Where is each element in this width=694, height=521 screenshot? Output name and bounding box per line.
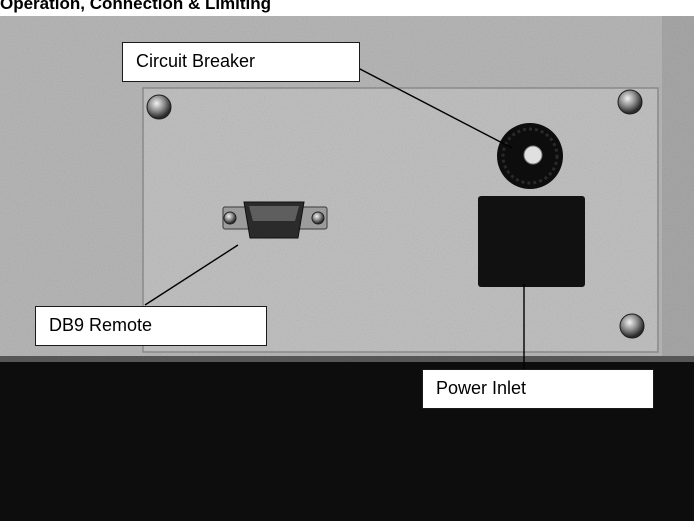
callout-circuit-breaker: Circuit Breaker <box>122 42 360 82</box>
screw-top-right <box>617 89 643 115</box>
callout-db9-remote: DB9 Remote <box>35 306 267 346</box>
rear-panel-illustration <box>0 16 694 521</box>
screw-top-left <box>146 94 172 120</box>
callout-power-inlet: Power Inlet <box>422 369 654 409</box>
enclosure-right-edge <box>662 16 694 366</box>
page-caption: Operation, Connection & Limiting <box>0 0 272 13</box>
db9-connector <box>222 201 328 239</box>
circuit-breaker <box>497 123 563 189</box>
equipment-photo <box>0 16 694 521</box>
power-inlet <box>478 196 585 287</box>
screw-bottom-right <box>619 313 645 339</box>
